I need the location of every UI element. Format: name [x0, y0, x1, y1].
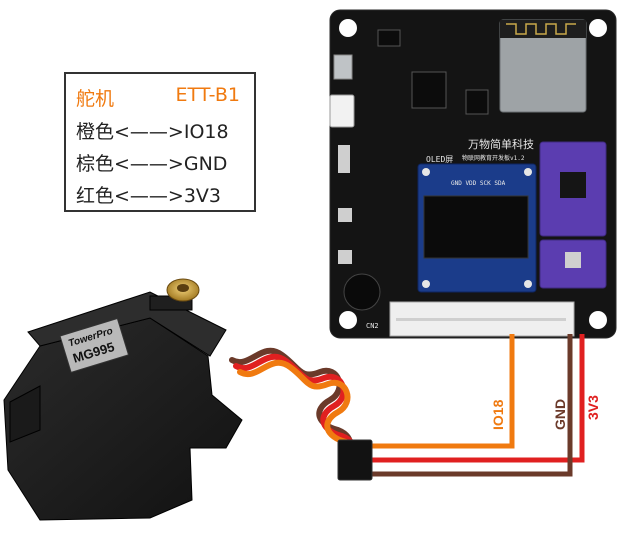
wire-io18	[372, 334, 515, 449]
servo-cable	[229, 347, 373, 481]
servo-motor: TowerPro MG995	[3, 278, 243, 521]
connector-pins	[396, 318, 566, 321]
wires: IO18 GND 3V3	[372, 334, 601, 477]
mount-tab	[9, 385, 41, 443]
battery-connector	[329, 94, 355, 128]
dev-board: 万物简单科技 物联网教育开发板v1.2 OLED屏 GND VDD SCK SD…	[329, 9, 617, 339]
mount-hole	[589, 19, 607, 37]
legend-title-servo: 舵机	[76, 88, 115, 110]
chip	[465, 89, 489, 115]
oled-screen	[423, 195, 529, 259]
usb-port	[333, 54, 353, 80]
esp-antenna	[500, 20, 586, 38]
chip	[377, 29, 401, 47]
mount-hole	[339, 311, 357, 329]
wire-label-io18: IO18	[490, 399, 506, 430]
wire-label-3v3: 3V3	[585, 395, 601, 420]
legend-title-board: ETT-B1	[175, 84, 240, 106]
board-title: 万物简单科技	[468, 137, 534, 151]
mount-hole	[339, 19, 357, 37]
servo-plug	[337, 439, 373, 481]
chip	[560, 172, 586, 198]
wiring-legend: 舵机 ETT-B1 橙色<——>IO18 棕色<——>GND 红色<——>3V3	[64, 72, 256, 212]
board-subtitle: 物联网教育开发板v1.2	[462, 154, 525, 162]
mount-hole	[589, 311, 607, 329]
push-button	[338, 208, 352, 222]
connector-label: CN2	[366, 322, 379, 330]
wire-3v3	[372, 334, 585, 463]
buzzer	[343, 273, 381, 311]
legend-row-orange: 橙色<——>IO18	[76, 121, 229, 143]
wire-gnd	[372, 334, 573, 477]
legend-row-brown: 棕色<——>GND	[76, 153, 228, 175]
wire-label-gnd: GND	[552, 399, 568, 430]
push-button	[338, 250, 352, 264]
slide-switch	[338, 145, 350, 173]
oled-label: OLED屏	[426, 155, 453, 164]
oled-pins: GND VDD SCK SDA	[451, 180, 506, 187]
chip	[411, 71, 447, 109]
servo-sticker: TowerPro MG995	[59, 317, 130, 373]
legend-row-red: 红色<——>3V3	[76, 185, 222, 207]
chip	[565, 252, 581, 268]
